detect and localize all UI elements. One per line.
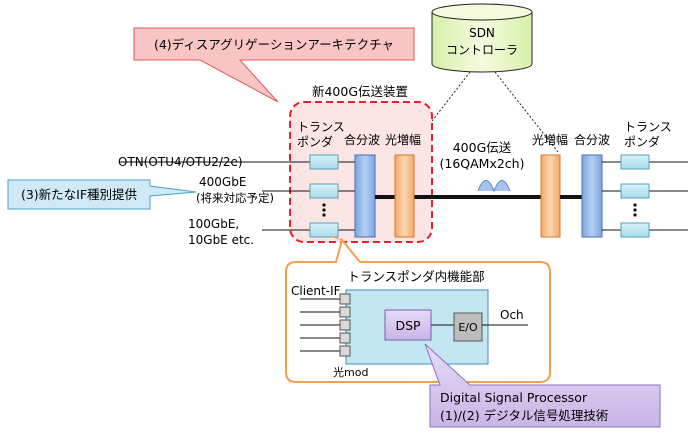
right-transponder-1 [620,154,650,170]
dsp-callout: Digital Signal Processor (1)/(2) デジタル信号処… [424,343,661,428]
if-callout: (3)新たなIF種別提供 [7,179,197,210]
left-transponder-2 [309,183,339,199]
client-port-5 [339,345,351,357]
client-label-400gbe-note: (将来対応予定) [196,191,274,205]
left-amp-block [394,154,415,238]
left-transponder-label-1: トランス [297,120,345,134]
eo-label: E/O [458,321,478,334]
right-transponder-ellipsis [633,203,637,217]
client-label-10gbe: 10GbE etc. [188,233,254,247]
device-title: 新400G伝送装置 [312,84,408,99]
panel-pointer [329,235,343,241]
client-if-ports [300,293,351,357]
transmission-label-line1: 400G伝送 [453,140,512,155]
client-if-label: Client-IF [291,284,341,298]
client-label-otn: OTN(OTU4/OTU2/2e) [118,155,243,169]
right-transponder-label-2: ポンダ [624,134,660,149]
right-amp-label: 光増幅 [532,132,568,147]
right-mux-block [581,154,603,238]
inner-panel-title: トランスポンダ内機能部 [347,269,484,284]
left-mux-label: 合分波 [344,132,380,147]
sdn-control-line-right [494,71,559,153]
sdn-label-line2: コントローラ [446,43,518,57]
architecture-callout-text: (4)ディスアグリゲーションアーキテクチャ [154,37,394,52]
eo-block [453,312,483,342]
dsp-label: DSP [395,318,421,333]
dsp-callout-line1: Digital Signal Processor [440,390,588,405]
architecture-callout: (4)ディスアグリゲーションアーキテクチャ [133,27,415,103]
right-mux-label: 合分波 [574,132,610,147]
client-label-400gbe: 400GbE [199,175,246,189]
left-amp-label: 光増幅 [385,132,421,147]
client-label-100gbe: 100GbE, [188,217,239,231]
och-label: Och [500,308,524,322]
left-transponder-1 [309,154,339,170]
spectrum-icon [477,180,511,193]
optical-mod-label: 光mod [333,365,368,379]
right-transponder-2 [620,183,650,199]
if-callout-text: (3)新たなIF種別提供 [21,187,137,202]
left-transponder-ellipsis [322,203,326,217]
transmission-label-line2: (16QAMx2ch) [440,156,525,171]
client-port-1 [339,293,351,305]
client-port-2 [339,306,351,318]
client-port-3 [339,319,351,331]
right-amp-block [540,154,561,238]
client-port-4 [339,332,351,344]
right-transponder-3 [620,222,650,238]
dsp-callout-line2: (1)/(2) デジタル信号処理技術 [440,408,608,423]
left-transponder-3 [309,222,339,238]
left-transponder-label-2: ポンダ [297,134,333,149]
right-transponder-label-1: トランス [624,120,672,134]
left-mux-block [354,154,376,238]
sdn-controller: SDN コントローラ [431,3,533,73]
dsp-block [384,309,432,341]
sdn-label-line1: SDN [469,26,495,40]
